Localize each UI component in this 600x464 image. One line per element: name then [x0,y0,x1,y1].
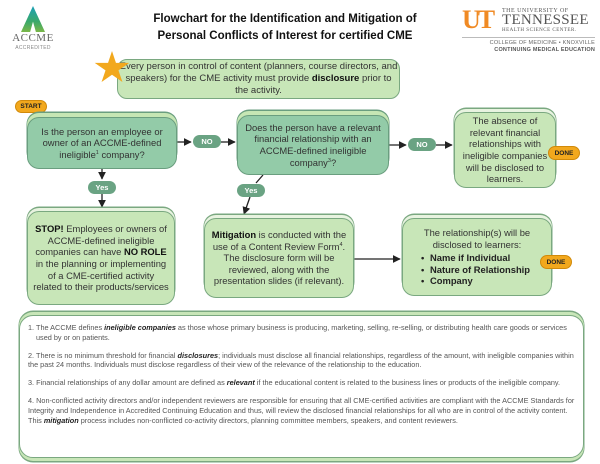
arrow-q2-to-yes [255,174,264,184]
accme-logo-subtext: ACCREDITED [15,45,51,51]
stop-text: STOP! Employees or owners of ACCME-defin… [33,223,169,293]
footnote-1: 1. The ACCME defines ineligible companie… [28,323,567,342]
ut-logo-line-3: HEALTH SCIENCE CENTER. [502,28,577,33]
relationship-list-item: Name if Individual [421,252,530,264]
stop-no-role-box: STOP! Employees or owners of ACCME-defin… [27,211,175,305]
accme-logo-text: ACCME [12,32,54,44]
footnote-3: 3. Financial relationships of any dollar… [28,378,561,388]
arrow-yes-to-mitigation [242,196,251,215]
absence-text: The absence of relevant financial relati… [462,115,548,185]
title-line-1: Flowchart for the Identification and Mit… [153,13,417,25]
mitigation-box: Mitigation is conducted with the use of … [204,218,354,298]
question-financial-relationship-box: Does the person have a relevant financia… [237,115,389,175]
ut-logo-mark-icon: UT [462,5,495,34]
ut-logo-line-1: THE UNIVERSITY OF [502,8,569,14]
no-label-2: NO [408,138,436,151]
ut-health-science-center-logo: UT THE UNIVERSITY OF TENNESSEE HEALTH SC… [462,4,597,54]
ut-logo-divider [462,37,595,38]
relationship-list: Name if Individual Nature of Relationshi… [421,252,530,287]
question-employee-owner-box: Is the person an employee or owner of an… [27,117,177,169]
accme-accredited-logo: ACCME ACCREDITED [8,6,58,56]
question-2-text: Does the person have a relevant financia… [245,121,381,168]
done-badge-2: DONE [540,255,572,269]
disclosure-requirement-box: Every person in control of content (plan… [117,59,400,99]
start-badge: START [15,100,47,113]
mitigation-text: Mitigation is conducted with the use of … [211,229,347,287]
page-title: Flowchart for the Identification and Mit… [120,11,450,45]
ut-logo-line-2: TENNESSEE [502,12,589,28]
disclosure-text: Every person in control of content (plan… [119,61,398,96]
relationship-list-item: Nature of Relationship [421,264,530,276]
footnote-4: 4. Non-conflicted activity directors and… [28,396,575,425]
done-badge-1: DONE [548,146,580,160]
absence-disclosure-box: The absence of relevant financial relati… [454,112,556,188]
title-line-2: Personal Conflicts of Interest for certi… [157,30,413,42]
yes-label-2: Yes [237,184,265,197]
footnotes-box: 1. The ACCME defines ineligible companie… [19,315,584,458]
footnote-2: 2. There is no minimum threshold for fin… [28,350,574,370]
ut-logo-department-text: CONTINUING MEDICAL EDUCATION [494,47,595,53]
yes-label-1: Yes [88,181,116,194]
relationship-intro-text: The relationship(s) will be disclosed to… [423,227,531,250]
no-label-1: NO [193,135,221,148]
question-1-text: Is the person an employee or owner of an… [41,125,163,160]
relationship-list-item: Company [421,275,530,287]
ut-logo-college-text: COLLEGE OF MEDICINE • KNOXVILLE [489,40,595,46]
accme-logo-mark-icon [21,6,45,32]
relationship-disclosure-box: The relationship(s) will be disclosed to… [402,218,552,296]
